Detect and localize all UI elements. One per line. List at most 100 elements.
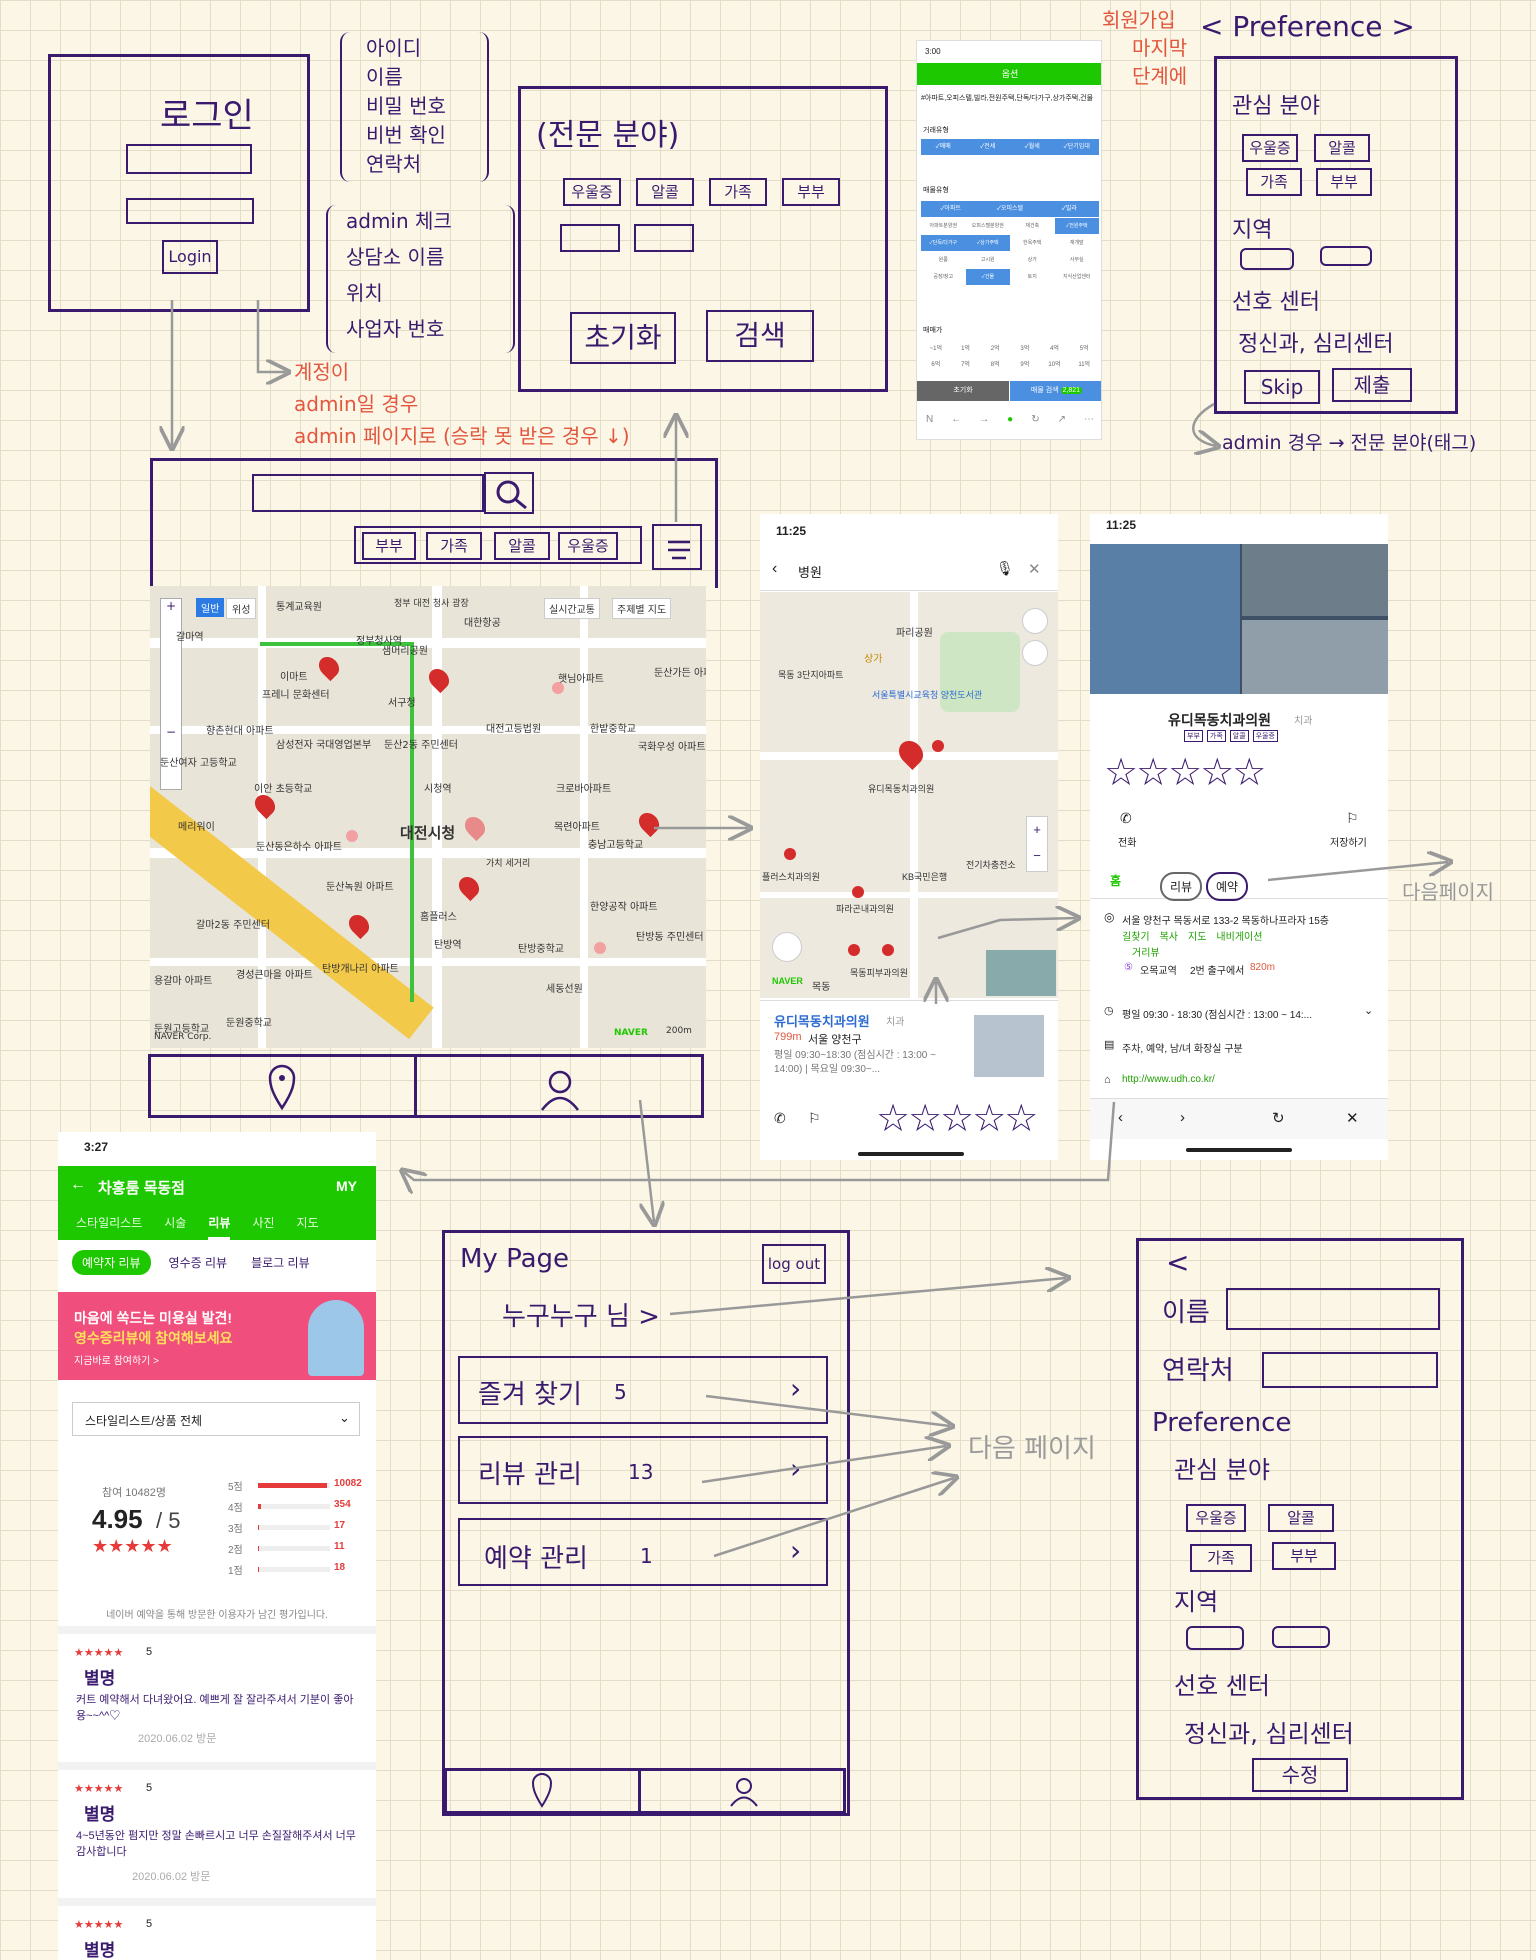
main-menu-button[interactable] [652, 524, 702, 570]
main-tag-depression[interactable]: 우울증 [558, 532, 618, 560]
options-deal-item[interactable]: ✓매매 [935, 144, 951, 150]
main-tag-family[interactable]: 가족 [426, 532, 482, 560]
options-type-item[interactable]: 지식산업센터 [1062, 274, 1091, 280]
preference-tag-family[interactable]: 가족 [1246, 168, 1302, 196]
copy-link[interactable]: 복사 [1159, 932, 1179, 943]
tab-review[interactable]: 리뷰 [208, 1206, 231, 1240]
map-zoom-control[interactable]: +− [160, 598, 182, 790]
options-area-item[interactable]: 5억 [1079, 346, 1089, 352]
specialty-reset-button[interactable]: 초기화 [570, 312, 676, 364]
mic-icon[interactable]: 🎙 [996, 560, 1014, 576]
specialty-tag-family[interactable]: 가족 [709, 178, 767, 206]
map-phone-map[interactable]: 파리공원 상가 목동 3단지아파트 서울특별시교육청 양천도서관 유디목동치과의… [760, 592, 1058, 998]
options-type-item[interactable]: ✓오피스텔 [996, 206, 1024, 212]
options-type-item[interactable]: 재건축 [1025, 223, 1040, 229]
options-type-item[interactable]: 상가 [1027, 257, 1037, 263]
map-phone-search-bar[interactable]: ‹ 병원 🎙 ✕ [760, 550, 1058, 591]
map-pin-small[interactable] [932, 740, 944, 752]
specialty-tag-couple[interactable]: 부부 [782, 178, 840, 206]
back-arrow-icon[interactable]: ‹ [772, 560, 778, 577]
map-mode-normal[interactable]: 일반 [196, 598, 225, 617]
options-deal-item[interactable]: ✓단기임대 [1063, 144, 1090, 150]
mypage-user-link[interactable]: 누구누구 님 > [502, 1302, 660, 1332]
main-tag-alcohol[interactable]: 알콜 [494, 532, 550, 560]
mypage-reservation-management[interactable]: 예약 관리 1 › [458, 1518, 828, 1586]
options-type-item[interactable]: ✓전원주택 [1054, 218, 1099, 234]
map-pin-small[interactable] [852, 886, 864, 898]
login-id-field[interactable] [126, 144, 252, 174]
edit-region-select-2[interactable] [1272, 1626, 1330, 1648]
main-search-button[interactable] [484, 472, 534, 514]
chevron-down-icon[interactable]: ⌄ [1364, 1005, 1374, 1017]
preference-tag-depression[interactable]: 우울증 [1242, 134, 1298, 162]
tab-reservation[interactable]: 예약 [1206, 872, 1249, 901]
street-view-thumbnail[interactable] [986, 950, 1056, 996]
preference-region-select-1[interactable] [1240, 248, 1294, 270]
map-pin-small[interactable] [552, 682, 564, 694]
share-icon[interactable]: ↗ [1057, 413, 1066, 425]
options-type-item[interactable]: ✓단독/다가구 [921, 235, 966, 251]
refresh-icon[interactable]: ↻ [1031, 413, 1040, 425]
more-icon[interactable]: ⋯ [1083, 413, 1094, 425]
options-type-item[interactable]: 사무실 [1069, 257, 1084, 263]
main-map[interactable]: 일반 위성 실시간교통 주제별 지도 +− 통계교육원 정부 대전 청사 광장 … [150, 586, 706, 1048]
map-pin-small[interactable] [594, 942, 606, 954]
detail-call-button[interactable]: ✆ [1120, 810, 1132, 826]
forward-icon[interactable]: › [1180, 1109, 1185, 1126]
map-pin-small[interactable] [346, 830, 358, 842]
forward-icon[interactable]: → [979, 413, 990, 425]
options-area-item[interactable]: 6억 [931, 362, 941, 368]
review-banner[interactable]: 마음에 쏙드는 미용실 발견! 영수증리뷰에 참여해보세요 지금바로 참여하기 … [58, 1292, 376, 1380]
options-area-item[interactable]: 8억 [990, 362, 1000, 368]
specialty-tag-empty-2[interactable] [634, 224, 694, 252]
user-icon[interactable] [728, 1776, 760, 1808]
edit-name-field[interactable] [1226, 1288, 1440, 1330]
map-phone-card[interactable]: 유디목동치과의원 치과 799m 서울 양천구 평일 09:30~18:30 (… [760, 1000, 1058, 1105]
options-type-item[interactable]: 오피스텔분양권 [971, 223, 1004, 229]
options-type-item[interactable]: 재개발 [1069, 240, 1084, 246]
tab-home[interactable]: 홈 [1110, 874, 1122, 888]
refresh-icon[interactable]: ↻ [1272, 1110, 1285, 1127]
options-type-item[interactable]: ✓아파트 [940, 206, 961, 212]
detail-url[interactable]: http://www.udh.co.kr/ [1122, 1074, 1215, 1085]
edit-contact-field[interactable] [1262, 1352, 1438, 1388]
user-icon[interactable] [538, 1068, 582, 1112]
options-area-item[interactable]: 2억 [990, 346, 1000, 352]
subtab-reservation-review[interactable]: 예약자 리뷰 [72, 1250, 151, 1275]
preference-submit-button[interactable]: 제출 [1332, 368, 1412, 402]
options-type-item[interactable]: 공장/창고 [933, 274, 954, 280]
location-pin-icon[interactable] [262, 1062, 302, 1112]
edit-tag-family[interactable]: 가족 [1190, 1544, 1252, 1572]
options-submit-button[interactable]: 매물 검색 2,821 [1010, 381, 1101, 401]
detail-tag[interactable]: 알콜 [1229, 730, 1249, 742]
tab-photo[interactable]: 사진 [252, 1216, 275, 1230]
map-layer-button[interactable] [1022, 608, 1048, 634]
map-mode-satellite[interactable]: 위성 [226, 598, 257, 619]
logout-button[interactable]: log out [762, 1244, 826, 1284]
options-area-item[interactable]: 4억 [1050, 346, 1059, 352]
map-pin-small[interactable] [784, 848, 796, 860]
preference-skip-button[interactable]: Skip [1244, 370, 1320, 404]
edit-tag-alcohol[interactable]: 알콜 [1268, 1504, 1334, 1532]
review-my-button[interactable]: MY [336, 1178, 357, 1194]
detail-tag[interactable]: 부부 [1184, 730, 1203, 742]
specialty-tag-alcohol[interactable]: 알콜 [636, 178, 694, 206]
bookmark-icon[interactable]: ⚐ [1346, 810, 1359, 826]
options-type-item[interactable]: 한옥주택 [1023, 240, 1042, 246]
bookmark-icon[interactable]: ⚐ [808, 1110, 821, 1126]
subtab-receipt-review[interactable]: 영수증 리뷰 [168, 1256, 228, 1270]
options-type-item[interactable]: 고시원 [980, 257, 995, 263]
detail-tag[interactable]: 가족 [1206, 730, 1226, 742]
map-link[interactable]: 지도 [1188, 932, 1207, 943]
options-area-item[interactable]: 7억 [961, 362, 970, 368]
options-type-item[interactable]: ✓건물 [965, 269, 1010, 285]
options-area-item[interactable]: 9억 [1020, 362, 1030, 368]
login-password-field[interactable] [126, 198, 254, 224]
options-type-item[interactable]: 아파트분양권 [929, 223, 958, 229]
mypage-review-management[interactable]: 리뷰 관리 13 › [458, 1436, 828, 1504]
options-type-item[interactable]: 원룸 [938, 257, 948, 263]
green-dot-icon[interactable]: ● [1007, 413, 1014, 425]
preference-tag-couple[interactable]: 부부 [1316, 168, 1372, 196]
options-area-item[interactable]: 10억 [1048, 362, 1061, 368]
options-reset-button[interactable]: 초기화 [917, 381, 1009, 401]
